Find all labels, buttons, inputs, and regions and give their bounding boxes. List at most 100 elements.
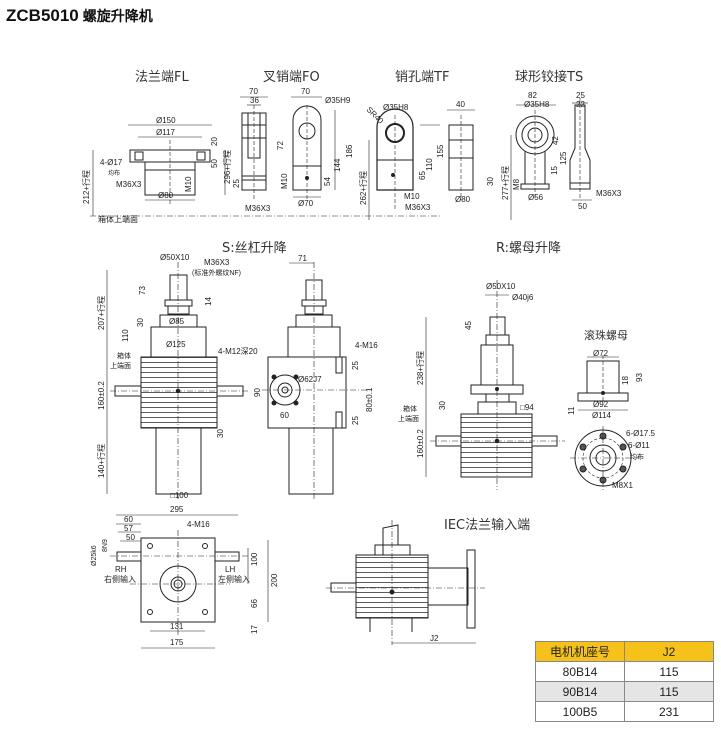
ts-h15: 15 — [550, 166, 559, 175]
nut-h11: 11 — [567, 406, 576, 415]
tf-pin: Ø35H8 — [383, 103, 409, 112]
ts-length: 277+行程 — [500, 166, 510, 200]
fl-thread: M36X3 — [116, 180, 142, 189]
ts-w82: 82 — [528, 91, 537, 100]
fo-m10: M10 — [280, 173, 289, 189]
header-j2: J2 — [624, 641, 714, 662]
fl-reference: 箱体上端面 — [98, 214, 138, 224]
top-h200: 200 — [270, 573, 279, 587]
cell-j2: 115 — [624, 681, 714, 702]
fl-d117: Ø117 — [156, 128, 176, 137]
section-title-tf: 销孔端TF — [395, 70, 450, 85]
ts-w25: 25 — [576, 91, 585, 100]
ballnut-drawing — [570, 355, 640, 492]
top-rh: RH — [115, 565, 127, 574]
section-title-ballnut: 滚珠螺母 — [584, 329, 628, 342]
fl-length: 212+行程 — [81, 170, 91, 204]
tf-d80: Ø80 — [455, 195, 471, 204]
fl-d150: Ø150 — [156, 116, 176, 125]
fo-pin: Ø35H9 — [325, 96, 351, 105]
s-d85: Ø85 — [169, 317, 185, 326]
s-front-drawing — [106, 262, 250, 500]
s-m16: 4-M16 — [355, 341, 378, 350]
fo-drawing — [240, 96, 336, 200]
top-key: 8N9 — [102, 539, 109, 552]
r-ref1: 箱体 — [403, 404, 417, 413]
fo-w70a: 70 — [249, 87, 258, 96]
top-view-drawing — [110, 514, 269, 649]
table-row: 100B5 231 — [535, 701, 714, 722]
ts-w22: 22 — [576, 100, 585, 109]
top-h66: 66 — [250, 599, 259, 608]
motor-frame-table: 电机机座号 J2 80B14 115 90B14 115 100B5 231 — [535, 641, 714, 722]
top-shaft: Ø25k6 — [91, 545, 98, 566]
s-lower: 140+行程 — [96, 444, 106, 478]
nut-h93: 93 — [635, 373, 644, 382]
tf-length: 262+行程 — [358, 171, 368, 205]
cell-j2: 115 — [624, 661, 714, 682]
nut-d114: Ø114 — [592, 411, 612, 420]
s-h73: 73 — [138, 286, 147, 295]
cell-frame: 90B14 — [535, 681, 625, 702]
top-m16: 4-M16 — [187, 520, 210, 529]
ts-h42: 42 — [551, 136, 560, 145]
fl-d80: Ø80 — [158, 191, 174, 200]
section-title-fo: 叉销端FO — [263, 70, 320, 85]
section-title-r: R:螺母升降 — [496, 241, 562, 256]
fo-h72: 72 — [276, 141, 285, 150]
tf-h65: 65 — [418, 171, 427, 180]
tf-h30: 30 — [486, 177, 495, 186]
r-h30: 30 — [438, 401, 447, 410]
section-title-fl: 法兰端FL — [135, 70, 189, 85]
r-ref2: 上端面 — [398, 414, 419, 423]
s-d62: Ø62J7 — [298, 375, 322, 384]
top-w57: 57 — [124, 524, 133, 533]
nut-h18: 18 — [621, 376, 630, 385]
fl-even: 均布 — [108, 169, 120, 177]
cell-j2: 231 — [624, 701, 714, 722]
r-box: 160±0.2 — [416, 429, 425, 458]
s-h30b: 30 — [216, 429, 225, 438]
s-h80: 80±0.1 — [365, 387, 374, 412]
nut-m8: M8X1 — [612, 481, 633, 490]
fo-h54: 54 — [323, 177, 332, 186]
tf-thread: M36X3 — [405, 203, 431, 212]
section-title-ts: 球形铰接TS — [515, 70, 584, 85]
ts-thread: M36X3 — [596, 189, 622, 198]
ts-m8: M8 — [512, 178, 521, 190]
fl-h20: 20 — [210, 137, 219, 146]
top-w60: 60 — [124, 515, 133, 524]
tf-w40: 40 — [456, 100, 465, 109]
s-box: 160±0.2 — [97, 381, 106, 410]
s-thread: M36X3 — [204, 258, 230, 267]
fl-h50: 50 — [210, 159, 219, 168]
top-w295: 295 — [170, 505, 184, 514]
tf-m10: M10 — [404, 192, 420, 201]
cell-frame: 100B5 — [535, 701, 625, 722]
nut-holes2: 6-Ø11 — [628, 441, 650, 450]
s-d125: Ø125 — [166, 340, 186, 349]
s-ref2: 上端面 — [110, 361, 131, 370]
s-w60: 60 — [280, 411, 289, 420]
nut-holes1: 6-Ø17.5 — [626, 429, 655, 438]
top-rh-cn: 右侧输入 — [104, 574, 136, 584]
nut-d92: Ø92 — [593, 400, 609, 409]
top-w175: 175 — [170, 638, 184, 647]
s-nf-note: (标准外螺纹NF) — [192, 268, 241, 277]
s-m12: 4-M12深20 — [218, 347, 258, 356]
nut-d72: Ø72 — [593, 349, 609, 358]
s-h25a: 25 — [351, 361, 360, 370]
s-ref1: 箱体 — [117, 351, 131, 360]
section-title-s: S:丝杠升降 — [222, 241, 287, 256]
ts-w50: 50 — [578, 202, 587, 211]
top-w131: 131 — [170, 622, 184, 631]
fo-thread: M36X3 — [245, 204, 271, 213]
tf-h155: 155 — [436, 144, 445, 158]
fo-w36: 36 — [250, 96, 259, 105]
header-frame-size: 电机机座号 — [535, 641, 625, 662]
tf-h110: 110 — [425, 158, 434, 171]
s-h30: 30 — [136, 318, 145, 327]
iec-j2: J2 — [430, 634, 439, 643]
s-h14: 14 — [204, 297, 213, 306]
